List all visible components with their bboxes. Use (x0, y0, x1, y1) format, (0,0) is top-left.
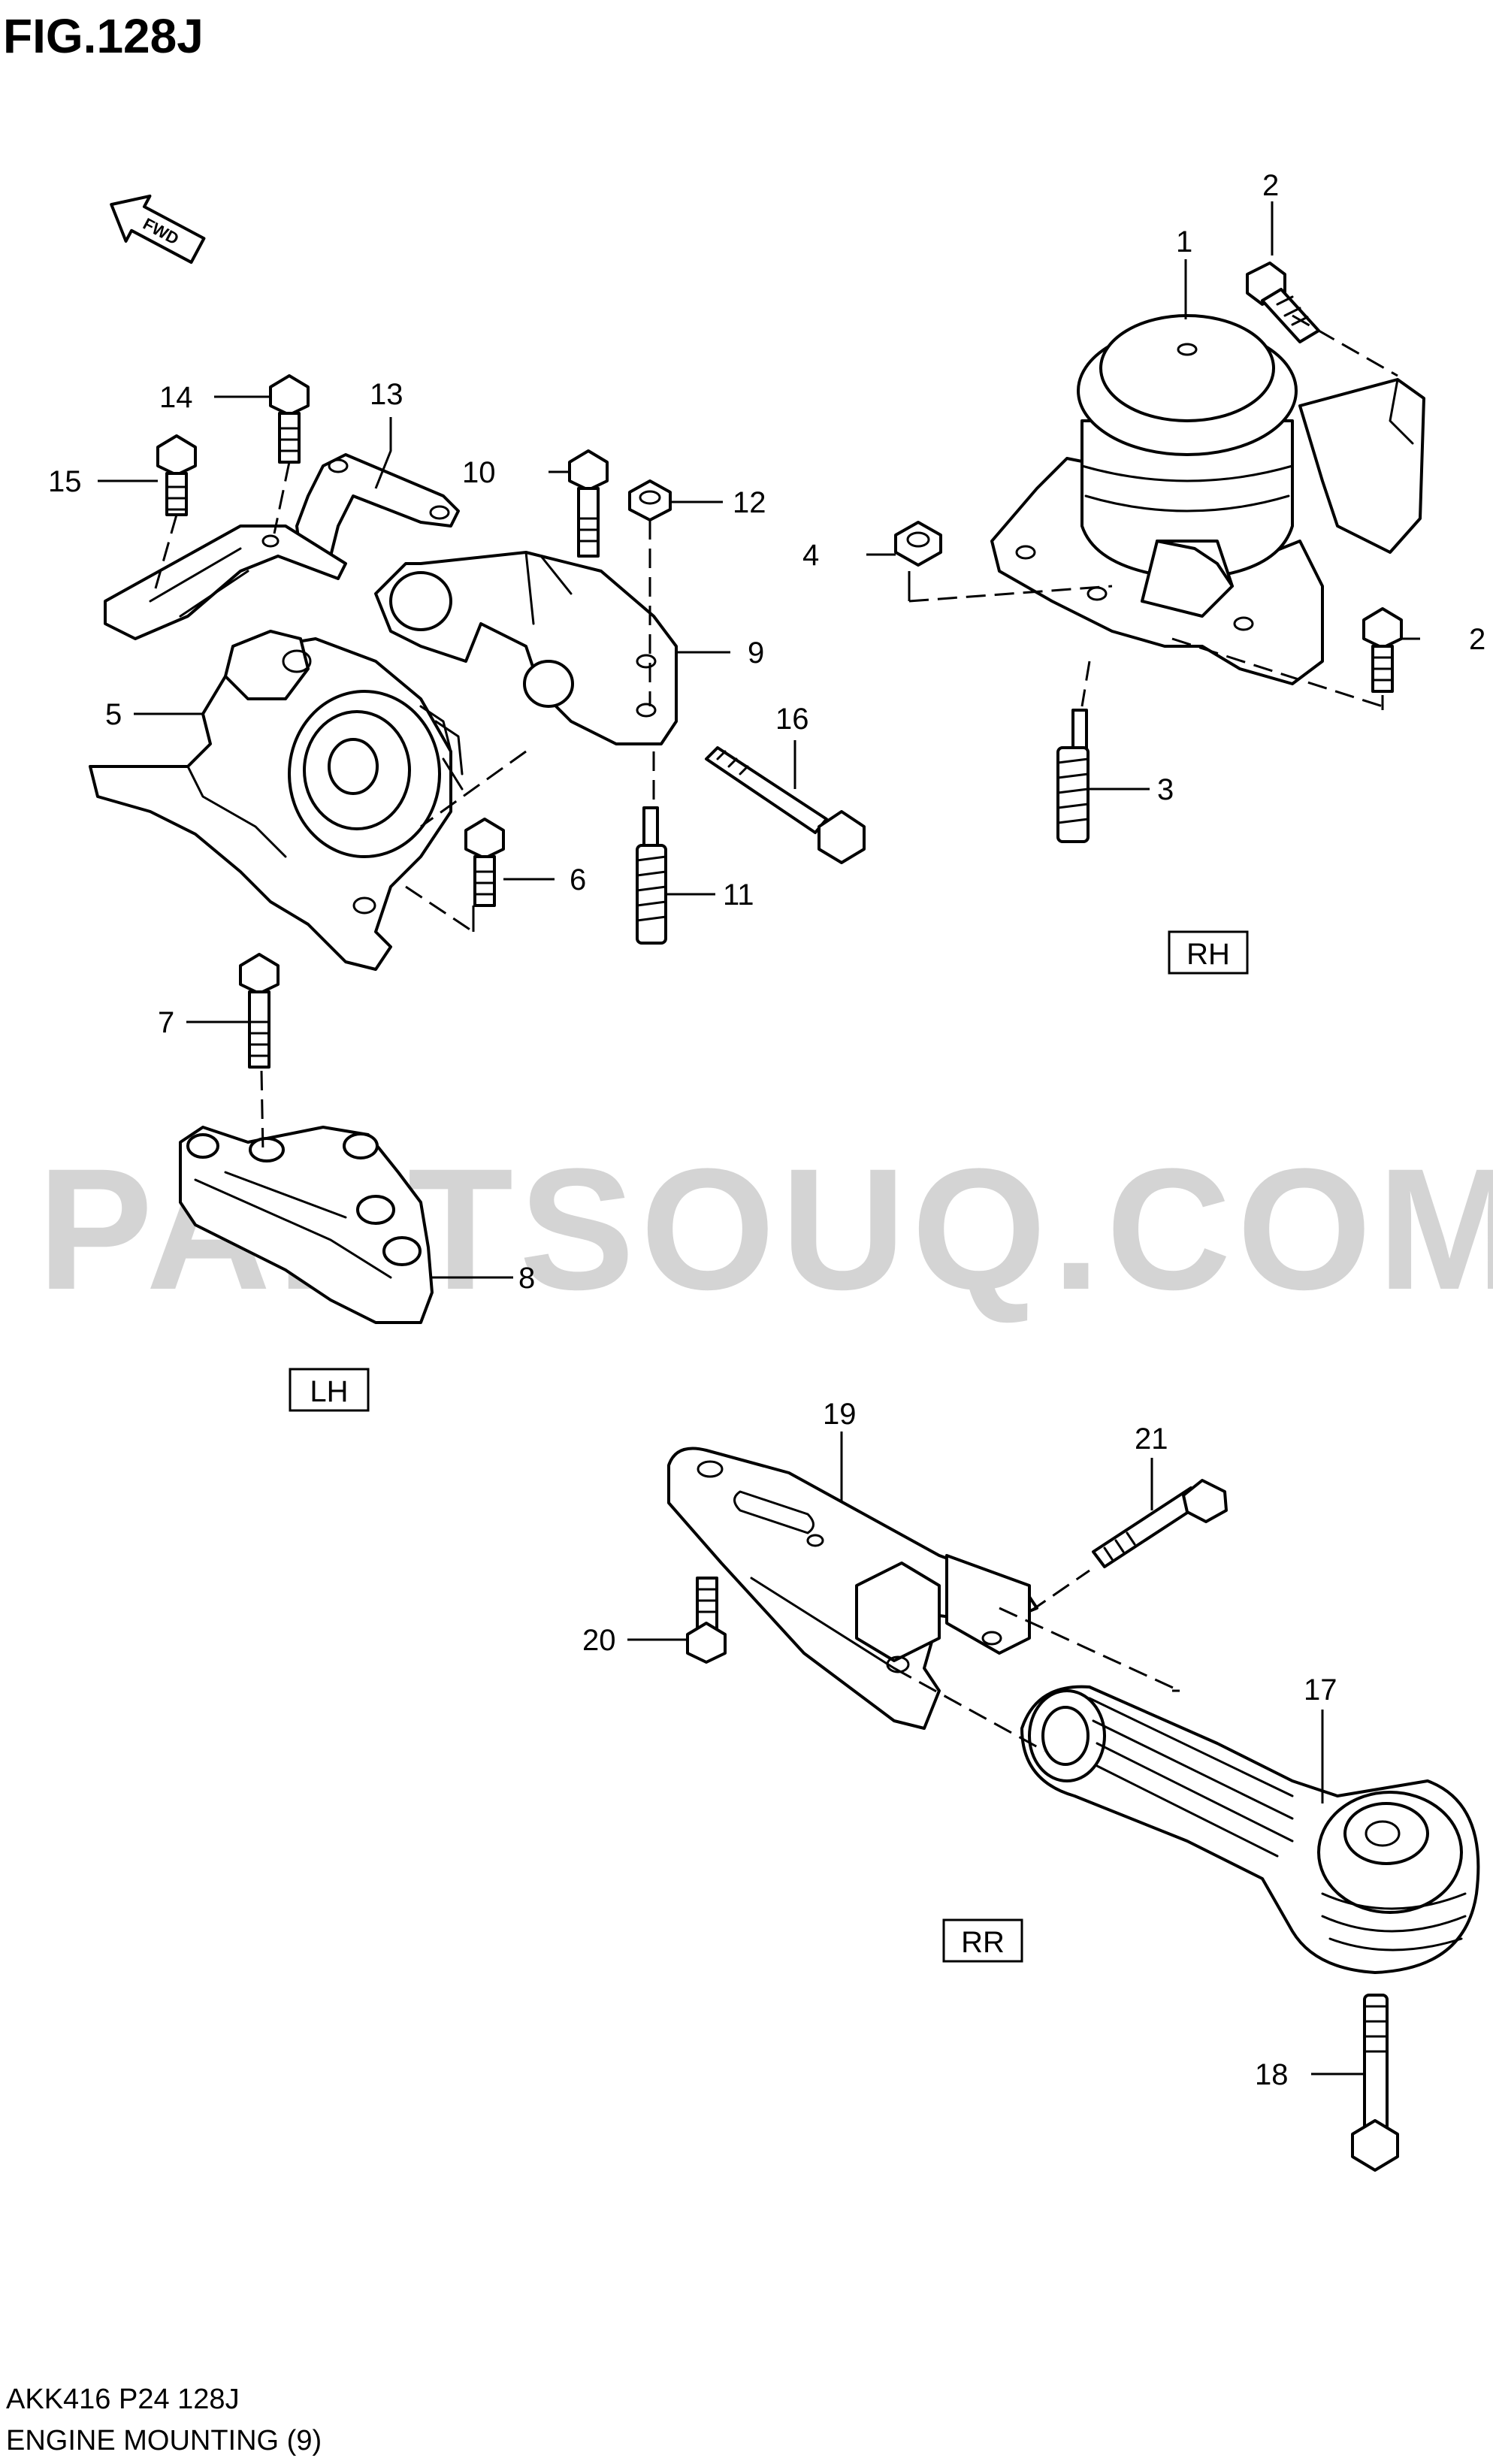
rh-bolt-right (1362, 607, 1403, 693)
callout-17: 17 (1304, 1673, 1337, 1707)
lh-engine-mount (89, 630, 464, 971)
callout-11: 11 (723, 878, 754, 912)
lh-nut-12 (628, 479, 672, 522)
rh-guide-1 (1292, 314, 1398, 377)
lh-stud (636, 806, 667, 945)
callout-leaders (98, 201, 1420, 2076)
lh-bolt-14 (269, 374, 310, 464)
callout-5: 5 (105, 698, 122, 731)
footer-code: AKK416 P24 128J (6, 2384, 240, 2415)
fwd-arrow-icon: FWD (110, 194, 206, 265)
callout-2-upper: 2 (1262, 169, 1279, 202)
callout-10: 10 (462, 456, 496, 489)
lh-mount-bracket (374, 551, 678, 745)
lh-lower-mount (179, 1126, 434, 1324)
callout-numbers: 1 2 2 3 4 5 6 7 8 9 10 11 12 13 14 15 16… (48, 169, 1485, 2091)
figure-title: FIG.128J (3, 9, 204, 63)
callout-21: 21 (1135, 1422, 1168, 1456)
section-label-rh: RH (1168, 930, 1249, 975)
callout-8: 8 (518, 1262, 535, 1295)
rh-guide-3 (1171, 637, 1383, 708)
lh-bolt-10 (568, 449, 609, 558)
callout-14: 14 (159, 381, 193, 414)
rh-bolt-upper (1246, 262, 1320, 343)
section-label-rr: RR (942, 1918, 1023, 1963)
footer-title: ENGINE MOUNTING (9) (6, 2425, 322, 2456)
callout-13: 13 (370, 378, 403, 411)
section-rr-text: RR (961, 1926, 1005, 1959)
section-label-lh: LH (289, 1368, 370, 1412)
rr-bolt-21 (1092, 1479, 1228, 1568)
lh-upper-bracket (104, 453, 460, 640)
lh-bolt-15 (156, 434, 197, 516)
callout-20: 20 (582, 1624, 616, 1657)
rr-bracket (667, 1447, 1038, 1730)
callout-9: 9 (748, 636, 764, 670)
callout-19: 19 (823, 1398, 857, 1431)
rr-bolt-20 (686, 1577, 727, 1664)
callout-15: 15 (48, 465, 82, 498)
lh-long-bolt (705, 746, 866, 864)
callout-6: 6 (570, 863, 586, 896)
callout-2-right: 2 (1469, 623, 1485, 656)
callout-12: 12 (733, 486, 766, 519)
rr-bolt-18 (1351, 1994, 1399, 2172)
lh-bolt-6 (464, 818, 505, 907)
rh-nut (894, 521, 942, 567)
callout-18: 18 (1255, 2058, 1289, 2091)
lh-bolt-7 (239, 953, 280, 1069)
rh-engine-mount (990, 314, 1425, 685)
rh-guide-4 (1080, 661, 1091, 707)
callout-7: 7 (158, 1006, 174, 1039)
callout-4: 4 (802, 539, 819, 572)
rh-guide-2 (908, 585, 1113, 603)
rh-stud (1056, 709, 1090, 843)
rr-torque-rod (1020, 1685, 1480, 1974)
section-lh-text: LH (310, 1375, 348, 1408)
callout-1: 1 (1176, 225, 1192, 258)
callout-3: 3 (1157, 773, 1174, 806)
section-rh-text: RH (1186, 938, 1230, 971)
callout-16: 16 (775, 703, 809, 736)
